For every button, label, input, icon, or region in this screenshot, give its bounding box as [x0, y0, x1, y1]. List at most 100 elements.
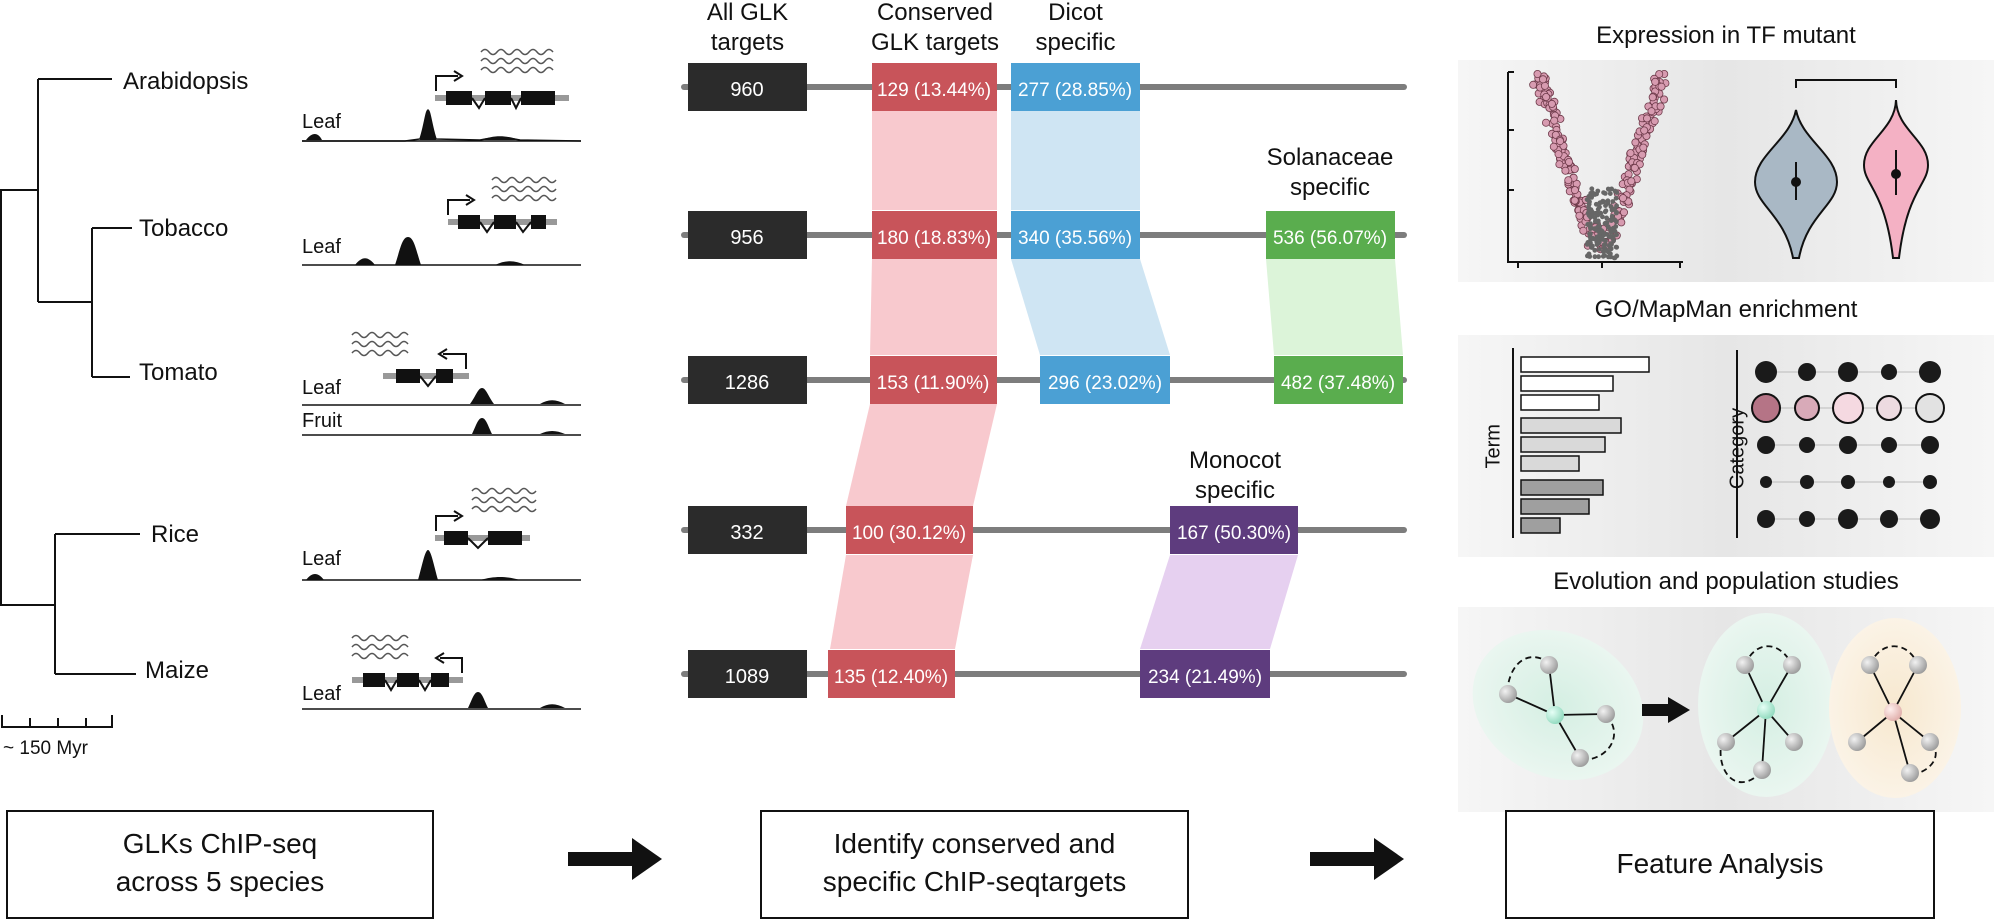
- tissue-label-leaf: Leaf: [302, 236, 341, 258]
- step1-box: [6, 810, 434, 919]
- volcano-point: [1588, 224, 1593, 230]
- volcano-point: [1596, 254, 1601, 260]
- dicot-specific-value: 296 (23.02%): [1048, 373, 1162, 394]
- volcano-point: [1602, 242, 1608, 247]
- volcano-point: [1592, 254, 1598, 260]
- volcano-point: [1639, 143, 1648, 152]
- volcano-point: [1592, 247, 1598, 253]
- volcano-point: [1660, 95, 1669, 104]
- conserved-targets-value: 180 (18.83%): [877, 228, 991, 249]
- volcano-point: [1549, 142, 1558, 151]
- volcano-point: [1597, 204, 1602, 210]
- tobacco-track: [302, 176, 581, 266]
- volcano-point: [1613, 224, 1619, 229]
- volcano-point: [1597, 246, 1602, 252]
- volcano-point: [1617, 218, 1626, 227]
- conserved-targets-box: [870, 356, 997, 404]
- monocot-specific-value: 234 (21.49%): [1148, 667, 1262, 688]
- solanaceae-band: [1266, 259, 1403, 355]
- volcano-point: [1603, 248, 1609, 253]
- volcano-point: [1614, 210, 1619, 216]
- volcano-point: [1638, 150, 1647, 159]
- volcano-point: [1608, 218, 1614, 224]
- conserved-targets-value: 129 (13.44%): [877, 80, 991, 101]
- volcano-point: [1610, 199, 1616, 204]
- conserved-targets-box: [872, 63, 997, 111]
- time-scale-label: ~ 150 Myr: [3, 738, 89, 759]
- volcano-point: [1608, 241, 1613, 247]
- volcano-point: [1631, 138, 1640, 147]
- volcano-point: [1606, 225, 1611, 230]
- arabidopsis-track: [302, 48, 582, 142]
- volcano-point: [1597, 224, 1602, 229]
- volcano-point: [1608, 246, 1614, 252]
- go-bar-chart: [1512, 348, 1650, 538]
- all-targets-box: [688, 63, 807, 111]
- volcano-point: [1605, 200, 1611, 206]
- column-header-monocot-specific: Monocot specific: [1188, 447, 1282, 504]
- all-targets-box: [688, 650, 807, 698]
- volcano-point: [1650, 117, 1659, 126]
- conserved-targets-value: 153 (11.90%): [877, 373, 990, 394]
- volcano-point: [1647, 107, 1656, 116]
- volcano-point: [1539, 75, 1548, 84]
- evolution-panel-title: Evolution and population studies: [1553, 568, 1899, 595]
- volcano-point: [1602, 221, 1608, 226]
- volcano-point: [1614, 244, 1620, 250]
- volcano-point: [1556, 137, 1565, 146]
- volcano-point: [1609, 213, 1615, 219]
- conserved-band: [846, 404, 997, 506]
- expression-panel-title: Expression in TF mutant: [1596, 22, 1856, 49]
- target-bands: [830, 111, 1403, 649]
- volcano-point: [1602, 191, 1608, 196]
- volcano-point: [1555, 160, 1564, 169]
- volcano-point: [1614, 253, 1620, 259]
- dicot-specific-value: 340 (35.56%): [1018, 228, 1132, 249]
- volcano-point: [1648, 93, 1657, 102]
- column-header-dicot-specific: Dicot specific: [1035, 0, 1116, 56]
- volcano-point: [1595, 188, 1601, 194]
- volcano-point: [1604, 215, 1609, 221]
- target-boxes: 960 129 (13.44%) 277 (28.85%) 956 180 (1…: [688, 63, 1403, 698]
- monocot-specific-box: [1170, 506, 1298, 554]
- volcano-point: [1603, 231, 1609, 237]
- volcano-point: [1585, 240, 1591, 245]
- species-label-tomato: Tomato: [139, 359, 218, 386]
- step1-label: GLKs ChIP-seq across 5 species: [115, 828, 325, 897]
- time-scale-bar: [1, 715, 113, 728]
- step2-label: Identify conserved and specific ChIP-seq…: [822, 828, 1127, 897]
- all-targets-value: 1089: [725, 666, 770, 688]
- all-targets-value: 960: [730, 79, 763, 101]
- tissue-label-leaf: Leaf: [302, 548, 341, 570]
- dicot-specific-value: 277 (28.85%): [1018, 80, 1132, 101]
- species-label-tobacco: Tobacco: [139, 215, 229, 242]
- go-dot-plot: [1736, 350, 1945, 538]
- volcano-point: [1605, 186, 1611, 192]
- volcano-point: [1595, 212, 1601, 218]
- volcano-point: [1612, 228, 1618, 234]
- dicot-specific-box: [1040, 356, 1170, 404]
- conserved-targets-value: 100 (30.12%): [852, 523, 966, 544]
- volcano-point: [1594, 239, 1600, 245]
- volcano-point: [1657, 82, 1666, 91]
- solanaceae-specific-value: 482 (37.48%): [1281, 373, 1395, 394]
- all-targets-value: 332: [730, 522, 763, 544]
- volcano-point: [1602, 253, 1607, 258]
- volcano-point: [1651, 77, 1660, 86]
- volcano-point: [1600, 229, 1605, 235]
- network-after-green: [1698, 613, 1834, 797]
- go-term-axis-label: Term: [1482, 424, 1505, 469]
- network-before: [1472, 629, 1644, 781]
- volcano-point: [1614, 219, 1619, 225]
- conserved-targets-box: [828, 650, 955, 698]
- volcano-point: [1570, 196, 1579, 205]
- volcano-point: [1575, 211, 1584, 220]
- phylogenetic-tree: [0, 78, 140, 675]
- volcano-point: [1608, 251, 1613, 257]
- volcano-point: [1620, 208, 1629, 217]
- tissue-label-leaf: Leaf: [302, 111, 341, 133]
- volcano-point: [1579, 226, 1588, 235]
- volcano-point: [1564, 176, 1573, 185]
- tissue-label-fruit: Fruit: [302, 410, 342, 432]
- volcano-point: [1542, 118, 1551, 127]
